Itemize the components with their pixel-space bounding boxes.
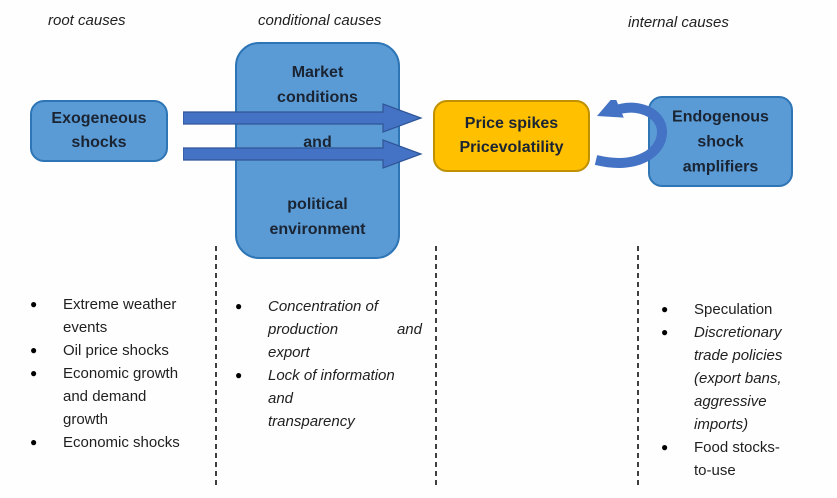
dashed-divider-middle xyxy=(435,246,437,486)
bullet-icon: ● xyxy=(30,343,38,357)
dashed-divider-left xyxy=(215,246,217,486)
list-item-line: growth xyxy=(63,411,109,428)
curved-feedback-arrow-icon xyxy=(594,100,668,168)
list-item-line: export xyxy=(268,344,310,361)
list-item-text: Speculation xyxy=(694,298,811,321)
list-item-line: Economic growth xyxy=(63,365,179,382)
right-arrow-icon-bottom xyxy=(183,139,423,169)
column-label-internal-causes: internal causes xyxy=(628,14,729,31)
list-item-line: aggressive xyxy=(694,393,767,410)
list-item-line: production and xyxy=(268,318,422,341)
list-item-text: Extreme weather events xyxy=(63,293,195,339)
dashed-divider-right xyxy=(637,246,639,486)
bullet-icon: ● xyxy=(30,297,38,311)
list-item-line: Oil price shocks xyxy=(63,342,169,359)
list-item-line: Economic shocks xyxy=(63,434,180,451)
box-line: environment xyxy=(269,221,366,238)
market-conditions-text-bottom: political environment xyxy=(237,192,398,242)
list-item-line: Concentration of xyxy=(268,298,379,315)
box-line: Exogeneous xyxy=(51,110,147,127)
exogeneous-shocks-box: Exogeneous shocks xyxy=(30,100,168,162)
list-item: ● Concentration of production and export xyxy=(235,295,422,364)
box-line: amplifiers xyxy=(682,158,759,175)
list-item-line: imports) xyxy=(694,416,749,433)
list-item-line: and xyxy=(268,390,294,407)
list-item: ● Oil price shocks xyxy=(30,339,195,362)
box-line: shocks xyxy=(71,134,127,151)
bullet-icon: ● xyxy=(661,440,669,454)
list-item-text: Discretionary trade policies (export bans,… xyxy=(694,321,811,436)
list-item: ● Economic growth and demand growth xyxy=(30,362,195,431)
column-label-root-causes: root causes xyxy=(48,12,126,29)
box-line: political xyxy=(287,196,348,213)
list-item-line: and demand xyxy=(63,388,147,405)
endogenous-amplifiers-box: Endogenous shock amplifiers xyxy=(648,96,793,187)
box-line: Endogenous xyxy=(672,108,769,125)
list-item-line: (export bans, xyxy=(694,370,782,387)
list-item: ● Speculation xyxy=(661,298,811,321)
right-arrow-icon-top xyxy=(183,103,423,133)
list-item-line: events xyxy=(63,319,108,336)
list-item-line: transparency xyxy=(268,413,355,430)
bullet-icon: ● xyxy=(30,435,38,449)
internal-causes-list: ● Speculation ● Discretionary trade policies… xyxy=(661,298,811,482)
list-item: ● Discretionary trade policies (export bans… xyxy=(661,321,811,436)
list-item: ● Extreme weather events xyxy=(30,293,195,339)
list-item-line: trade policies xyxy=(694,347,783,364)
conditional-causes-list: ● Concentration of production and export ● Loc… xyxy=(235,295,422,433)
box-line: and xyxy=(303,134,332,151)
market-conditions-text-and: and xyxy=(237,130,398,155)
list-item-line: to-use xyxy=(694,462,736,479)
box-line: shock xyxy=(697,133,744,150)
list-item-text: Lock of information and transparency xyxy=(268,364,422,433)
list-item-text: Economic growth and demand growth xyxy=(63,362,195,431)
bullet-icon: ● xyxy=(30,366,38,380)
list-item: ● Food stocks-to-use xyxy=(661,436,811,482)
box-line: Market xyxy=(291,64,344,81)
list-item-line: Food stocks- xyxy=(694,439,780,456)
bullet-icon: ● xyxy=(235,299,243,313)
list-item-text: Food stocks-to-use xyxy=(694,436,811,482)
list-item: ● Lock of information and transparency xyxy=(235,364,422,433)
bullet-icon: ● xyxy=(661,325,669,339)
justified-word: production xyxy=(268,321,339,338)
price-spikes-box: Price spikes Pricevolatility xyxy=(433,100,590,172)
list-item-text: Concentration of production and export xyxy=(268,295,422,364)
list-item-line: Discretionary xyxy=(694,324,782,341)
bullet-icon: ● xyxy=(235,368,243,382)
list-item-text: Oil price shocks xyxy=(63,339,195,362)
list-item-line: Lock of information xyxy=(268,367,395,384)
box-line: conditions xyxy=(277,89,358,106)
box-line: Price spikes xyxy=(464,115,559,132)
box-line: Pricevolatility xyxy=(459,139,564,156)
list-item-text: Economic shocks xyxy=(63,431,195,454)
justified-word: and xyxy=(396,321,422,338)
list-item: ● Economic shocks xyxy=(30,431,195,454)
list-item-line: Speculation xyxy=(694,301,773,318)
bullet-icon: ● xyxy=(661,302,669,316)
column-label-conditional-causes: conditional causes xyxy=(258,12,382,29)
list-item-line: Extreme weather xyxy=(63,296,177,313)
market-conditions-text-top: Market conditions xyxy=(237,60,398,110)
